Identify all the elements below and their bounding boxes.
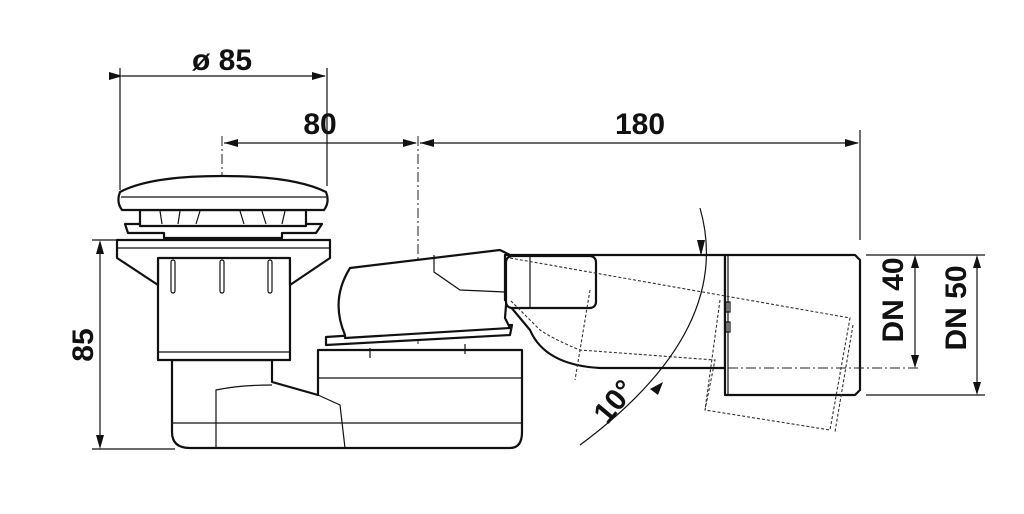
- dimension-cover-diameter: ø 85: [109, 44, 328, 190]
- height-label: 85: [67, 328, 100, 361]
- outlet-pipe: [503, 253, 918, 397]
- dimension-pipe-diameters: DN 40 DN 50: [866, 254, 985, 396]
- outlet-elbow: [324, 248, 514, 358]
- dimension-height: 85: [67, 239, 175, 450]
- outlet-offset-label: 80: [303, 108, 336, 141]
- swivel-position-outline: [509, 257, 854, 433]
- drain-cover: [117, 174, 329, 240]
- dimension-outlet-offset: 80: [224, 108, 417, 147]
- swivel-angle-label: 10°: [587, 374, 641, 430]
- drain-trap-body: [115, 238, 524, 450]
- cover-diameter-label: ø 85: [192, 44, 252, 77]
- dn40-label: DN 40: [877, 257, 910, 342]
- dimension-pipe-length: 180: [420, 108, 861, 240]
- dn50-label: DN 50: [940, 265, 973, 350]
- pipe-length-label: 180: [615, 108, 665, 141]
